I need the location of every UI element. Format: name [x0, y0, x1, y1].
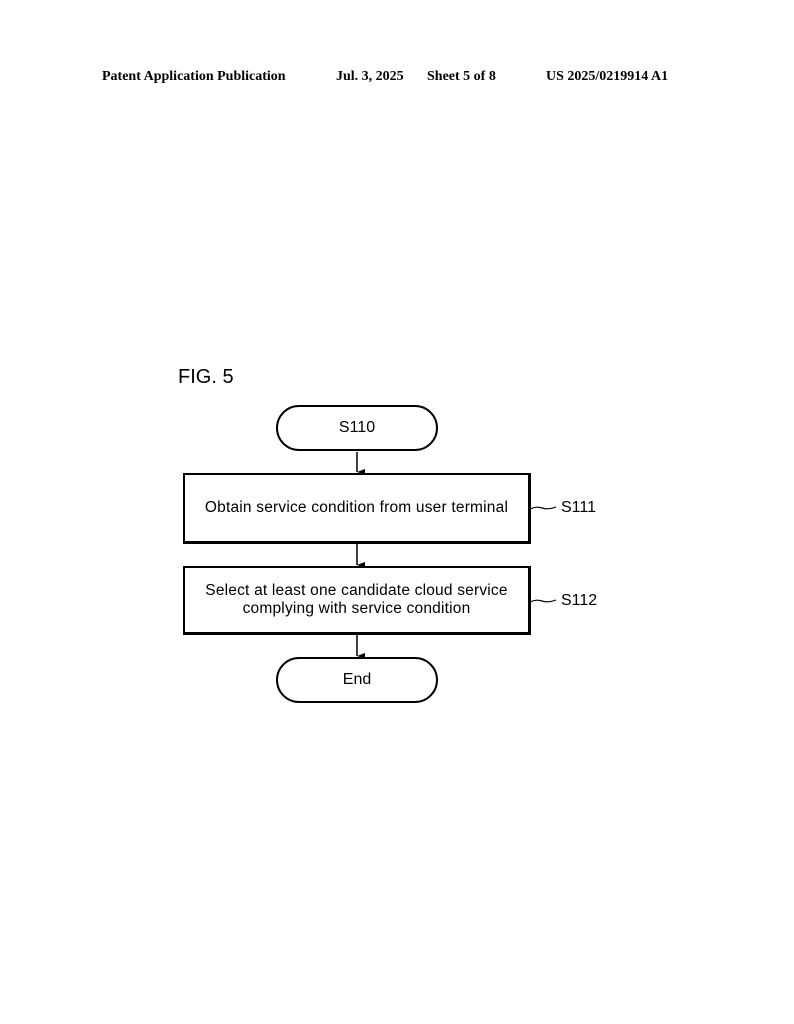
- step-label-s111: S111: [561, 499, 596, 516]
- publication-date: Jul. 3, 2025: [336, 69, 404, 84]
- step-box-s112: Select at least one candidate cloud serv…: [183, 566, 531, 635]
- patent-number: US 2025/0219914 A1: [546, 69, 669, 84]
- sheet-number: Sheet 5 of 8: [427, 69, 496, 84]
- leader-s112: [529, 599, 557, 603]
- end-terminal: End: [276, 657, 438, 703]
- step-box-s111: Obtain service condition from user termi…: [183, 473, 531, 544]
- start-terminal: S110: [276, 405, 438, 451]
- figure-title: FIG. 5: [178, 366, 234, 388]
- leader-s111: [529, 506, 557, 510]
- step-label-s112: S112: [561, 592, 598, 609]
- publication-title: Patent Application Publication: [102, 69, 286, 84]
